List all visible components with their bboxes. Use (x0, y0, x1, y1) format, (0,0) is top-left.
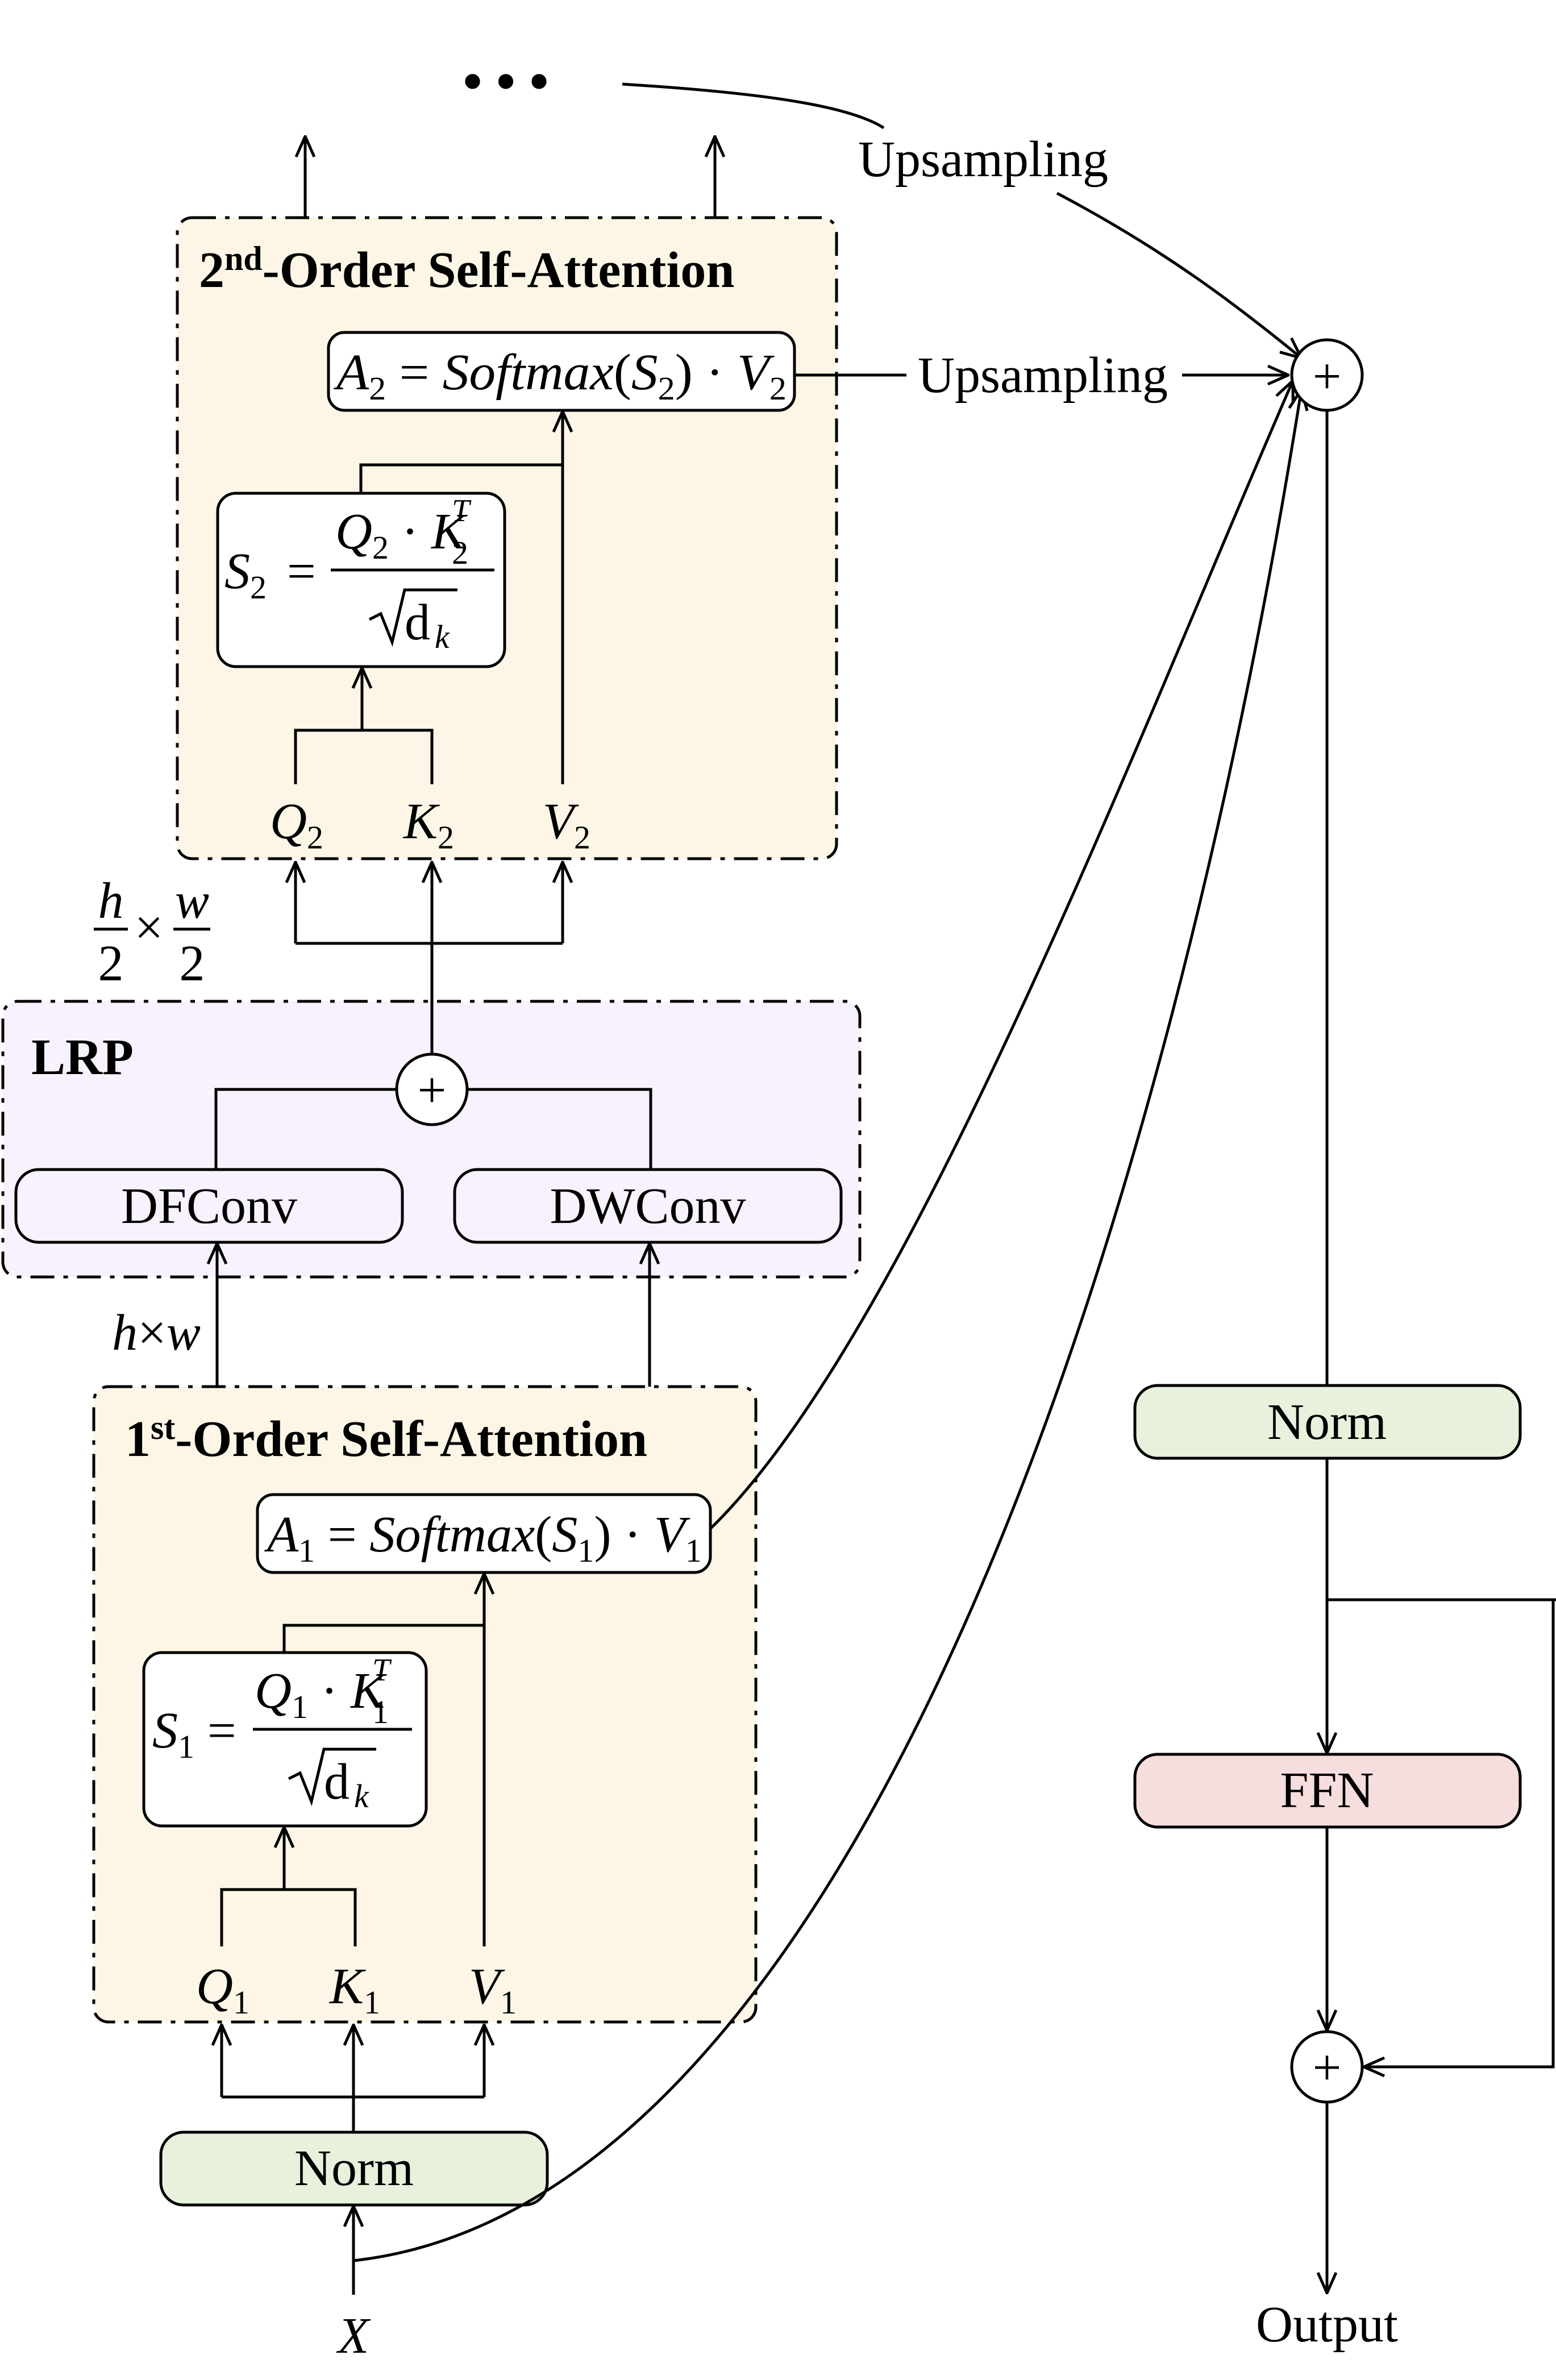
a2-formula: A2 = Softmax(S2) · V2 (334, 344, 787, 407)
a1-skip-curve (709, 381, 1293, 1530)
dwconv-to-plus-line (467, 1088, 652, 1170)
s1-formula: S1 = Q1 · K T 1 d k (152, 1653, 412, 1815)
q1-label: Q1 (196, 1958, 249, 2021)
v2-label: V2 (543, 793, 590, 856)
upsampling-label-mid: Upsampling (918, 347, 1168, 403)
top-ellipsis: ••• (461, 47, 561, 116)
svg-text:×: × (135, 900, 164, 956)
plus-sign-top: + (1313, 348, 1342, 405)
q2-label: Q2 (270, 793, 323, 856)
svg-text:2: 2 (180, 935, 205, 992)
dfconv-label: DFConv (121, 1178, 297, 1234)
q1-k1-join (220, 1888, 357, 1946)
output-label: Output (1256, 2296, 1398, 2353)
svg-text:Q2 · K: Q2 · K (335, 504, 468, 566)
svg-text:2: 2 (98, 935, 124, 992)
svg-text:1: 1 (372, 1694, 389, 1730)
svg-text:w: w (175, 873, 209, 929)
full-scale-label: h×w (112, 1305, 201, 1361)
upsampling-label-top: Upsampling (858, 131, 1108, 188)
k1-label: K1 (328, 1958, 380, 2021)
svg-text:k: k (354, 1778, 369, 1815)
half-scale-label: h 2 × w 2 (94, 873, 210, 992)
svg-text:2: 2 (452, 534, 468, 571)
svg-text:=: = (287, 543, 316, 600)
plus-sign-bottom: + (1313, 2040, 1342, 2096)
residual-bypass-return (1364, 1600, 1555, 2067)
svg-text:T: T (452, 493, 472, 529)
s2-formula: S2 = Q2 · K T 2 d k (224, 493, 494, 655)
first-order-title: 1st-Order Self-Attention (125, 1409, 647, 1467)
dwconv-label: DWConv (550, 1178, 746, 1234)
svg-text:d: d (405, 594, 430, 651)
top-upsampling-curve-a (622, 82, 885, 130)
lrp-plus-sign: + (418, 1062, 447, 1118)
svg-text:Q1 · K: Q1 · K (255, 1663, 387, 1725)
v1-label: V1 (469, 1958, 517, 2021)
svg-text:S1: S1 (152, 1703, 194, 1765)
dfconv-to-plus-line (214, 1088, 397, 1170)
q2-k2-join (294, 729, 434, 784)
s1-to-a1-line (282, 1624, 484, 1653)
svg-text:h: h (98, 873, 124, 929)
a1-formula: A1 = Softmax(S1) · V1 (264, 1507, 702, 1569)
k2-label: K2 (402, 793, 454, 856)
lrp-title: LRP (31, 1029, 134, 1085)
second-order-title: 2nd-Order Self-Attention (199, 240, 734, 298)
top-upsampling-curve-b (1056, 192, 1301, 358)
svg-text:S2: S2 (224, 543, 267, 606)
ffn-label: FFN (1280, 1762, 1374, 1819)
svg-text:d: d (324, 1754, 350, 1810)
s2-to-a2-line (359, 463, 563, 493)
svg-text:T: T (372, 1653, 392, 1688)
svg-text:k: k (435, 618, 450, 655)
input-x-label: X (336, 2308, 371, 2364)
norm-label-bottom: Norm (294, 2140, 414, 2196)
x-skip-curve (353, 389, 1301, 2262)
svg-text:=: = (207, 1703, 236, 1759)
norm-label-right: Norm (1267, 1394, 1387, 1450)
